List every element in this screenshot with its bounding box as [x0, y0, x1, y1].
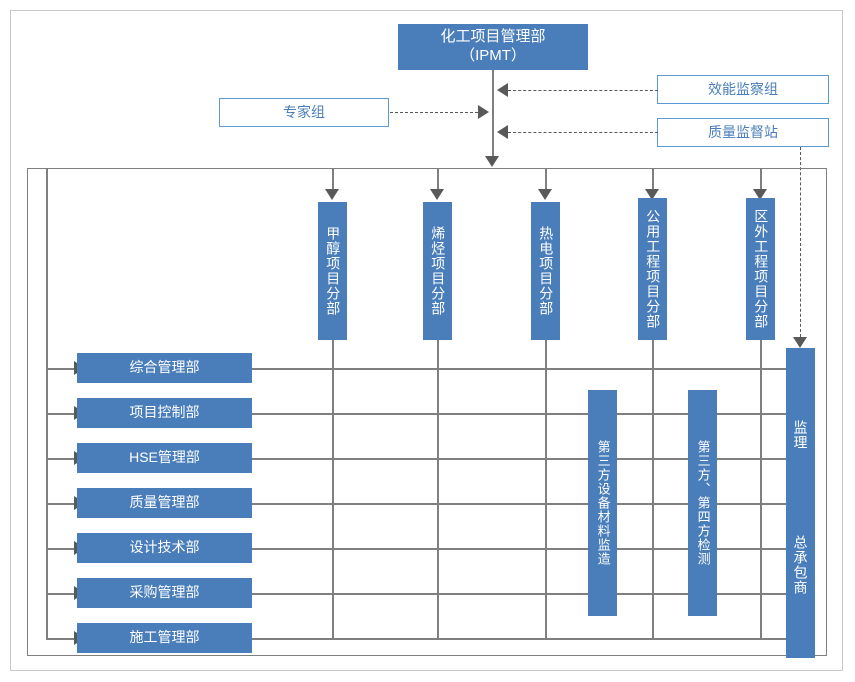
- olefin-division-box[interactable]: 烯烃项目分部: [423, 202, 452, 340]
- expert-group-label: 专家组: [283, 103, 325, 120]
- division-drop-arrow-1: [325, 189, 339, 200]
- general-management-box[interactable]: 综合管理部: [77, 353, 252, 383]
- general-contractor-label: 总承包商: [786, 520, 815, 610]
- division-grid-line-1: [332, 340, 334, 638]
- efficiency-supervision-connector: [508, 90, 658, 91]
- division-drop-arrow-2: [430, 189, 444, 200]
- department-row-line-6: [252, 593, 790, 595]
- supervision-label: 监理: [786, 405, 815, 465]
- division-grid-line-5: [760, 340, 762, 638]
- quality-management-label: 质量管理部: [129, 494, 200, 511]
- third-fourth-party-inspection-box[interactable]: 第三方、第四方检测: [688, 390, 717, 616]
- quality-management-box[interactable]: 质量管理部: [77, 488, 252, 518]
- methanol-division-box[interactable]: 甲醇项目分部: [318, 202, 347, 340]
- department-row-line-7: [252, 638, 790, 640]
- quality-supervision-station-box[interactable]: 质量监督站: [657, 118, 829, 147]
- department-row-line-3: [252, 458, 790, 460]
- utility-engineering-division-label: 公用工程项目分部: [645, 209, 662, 329]
- expert-group-connector: [390, 112, 478, 113]
- quality-supervision-station-label: 质量监督站: [708, 123, 778, 140]
- thermal-power-division-label: 热电项目分部: [538, 226, 555, 316]
- hse-management-box[interactable]: HSE管理部: [77, 443, 252, 473]
- department-row-line-5: [252, 548, 790, 550]
- efficiency-supervision-group-box[interactable]: 效能监察组: [657, 75, 829, 104]
- department-branch-line-6: [46, 593, 88, 595]
- division-drop-arrow-3: [538, 189, 552, 200]
- construction-management-box[interactable]: 施工管理部: [77, 623, 252, 653]
- olefin-division-label: 烯烃项目分部: [430, 226, 447, 316]
- division-grid-line-4: [652, 340, 654, 638]
- department-row-line-4: [252, 503, 790, 505]
- construction-management-label: 施工管理部: [129, 629, 200, 646]
- expert-group-arrowhead: [478, 105, 489, 119]
- division-drop-line-5: [760, 169, 762, 191]
- offsite-engineering-division-box[interactable]: 区外工程项目分部: [746, 198, 775, 340]
- ipmt-title-box[interactable]: 化工项目管理部 （IPMT）: [398, 24, 588, 70]
- department-branch-line-2: [46, 413, 88, 415]
- outer-frame: [10, 10, 843, 671]
- division-drop-arrow-4: [645, 189, 659, 200]
- division-grid-line-3: [545, 340, 547, 638]
- ipmt-trunk-arrowhead: [485, 156, 499, 167]
- quality-to-contractor-connector: [800, 147, 801, 337]
- third-fourth-party-inspection-label: 第三方、第四方检测: [695, 440, 711, 566]
- general-management-label: 综合管理部: [129, 359, 200, 376]
- inner-frame: [27, 168, 827, 656]
- ipmt-title-line1: 化工项目管理部: [440, 28, 546, 46]
- division-drop-line-1: [332, 169, 334, 191]
- general-contractor-label-text: 总承包商: [792, 535, 809, 595]
- quality-to-contractor-arrowhead: [793, 337, 807, 348]
- department-trunk-line: [46, 169, 48, 638]
- supervision-contractor-box[interactable]: [786, 348, 815, 658]
- division-drop-line-3: [545, 169, 547, 191]
- thermal-power-division-box[interactable]: 热电项目分部: [531, 202, 560, 340]
- offsite-engineering-division-label: 区外工程项目分部: [753, 209, 770, 329]
- project-control-label: 项目控制部: [129, 404, 200, 421]
- department-row-line-2: [252, 413, 790, 415]
- design-technology-label: 设计技术部: [129, 539, 200, 556]
- design-technology-box[interactable]: 设计技术部: [77, 533, 252, 563]
- department-row-line-1: [252, 368, 790, 370]
- procurement-management-label: 采购管理部: [129, 584, 200, 601]
- division-drop-line-2: [437, 169, 439, 191]
- efficiency-supervision-group-label: 效能监察组: [708, 80, 778, 97]
- supervision-label-text: 监理: [792, 420, 809, 450]
- division-drop-line-4: [652, 169, 654, 191]
- department-branch-line-3: [46, 458, 88, 460]
- department-branch-line-5: [46, 548, 88, 550]
- project-control-box[interactable]: 项目控制部: [77, 398, 252, 428]
- ipmt-title-line2: （IPMT）: [460, 47, 526, 64]
- hse-management-label: HSE管理部: [129, 449, 200, 466]
- ipmt-trunk-line: [492, 70, 494, 156]
- division-grid-line-2: [437, 340, 439, 638]
- third-party-equipment-supervision-label: 第三方设备材料监造: [595, 440, 611, 566]
- utility-engineering-division-box[interactable]: 公用工程项目分部: [638, 198, 667, 340]
- methanol-division-label: 甲醇项目分部: [325, 226, 342, 316]
- procurement-management-box[interactable]: 采购管理部: [77, 578, 252, 608]
- quality-supervision-arrowhead: [497, 125, 508, 139]
- expert-group-box[interactable]: 专家组: [219, 98, 389, 127]
- department-branch-line-7: [46, 638, 88, 640]
- department-branch-line-4: [46, 503, 88, 505]
- department-branch-line-1: [46, 368, 88, 370]
- division-drop-arrow-5: [753, 189, 767, 200]
- efficiency-supervision-arrowhead: [497, 83, 508, 97]
- third-party-equipment-supervision-box[interactable]: 第三方设备材料监造: [588, 390, 617, 616]
- quality-supervision-connector: [508, 132, 658, 133]
